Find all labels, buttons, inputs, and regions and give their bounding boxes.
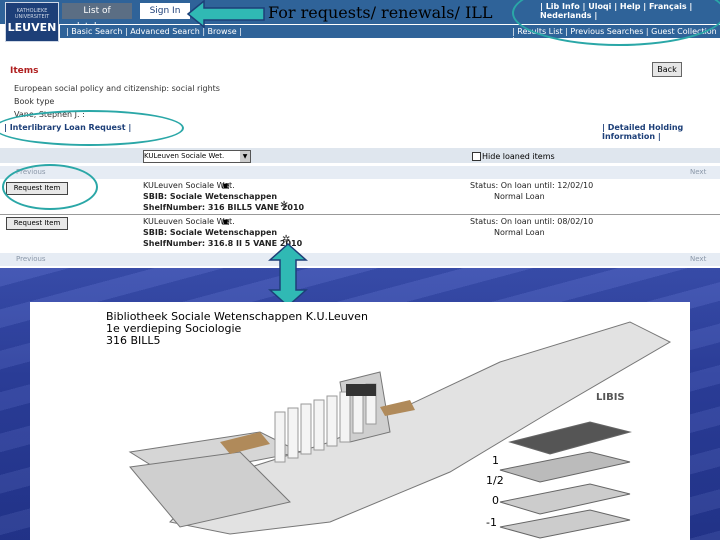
info-icon[interactable]: ▣ bbox=[222, 181, 230, 190]
level-label: -1 bbox=[486, 516, 497, 529]
pager-bottom bbox=[0, 253, 720, 266]
record-format: Book type bbox=[14, 97, 55, 106]
logo-text: LEUVEN bbox=[7, 21, 57, 34]
chevron-down-icon: ▼ bbox=[240, 151, 250, 162]
item-library[interactable]: KULeuven Sociale Wet. bbox=[143, 181, 235, 190]
search-nav-links[interactable]: | Basic Search | Advanced Search | Brows… bbox=[66, 27, 242, 36]
item-sublibrary: SBIB: Sociale Wetenschappen bbox=[143, 228, 278, 237]
map-title-line3: 316 BILL5 bbox=[106, 334, 161, 347]
item-shelf-number: ShelfNumber: 316 BILL5 VANE 2010 bbox=[143, 203, 305, 212]
level-label: 0 bbox=[492, 494, 499, 507]
list-of-databases-tab[interactable]: List of databases bbox=[62, 3, 132, 32]
logo-small-text: KATHOLIEKE UNIVERSITEIT bbox=[14, 8, 50, 20]
location-select[interactable]: KULeuven Sociale Wet. ▼ bbox=[143, 150, 251, 163]
sign-in-tab[interactable]: Sign In bbox=[140, 3, 190, 19]
record-title: European social policy and citizenship: … bbox=[14, 84, 220, 93]
annotation-note: For requests/ renewals/ ILL bbox=[268, 3, 493, 22]
libis-logo-text: LIBIS bbox=[596, 392, 625, 403]
item-status: Status: On loan until: 08/02/10 bbox=[470, 217, 594, 226]
row-divider bbox=[0, 214, 720, 215]
filter-bar bbox=[0, 148, 720, 163]
level-label: 1 bbox=[492, 454, 499, 467]
items-heading: Items bbox=[10, 66, 39, 76]
hide-loaned-label: Hide loaned items bbox=[482, 152, 555, 161]
university-logo[interactable]: KATHOLIEKE UNIVERSITEIT LEUVEN bbox=[5, 2, 59, 42]
map-pin-icon[interactable]: ✲ bbox=[282, 234, 291, 245]
back-button[interactable]: Back bbox=[652, 62, 682, 77]
item-loan-type: Normal Loan bbox=[494, 228, 545, 237]
item-sublibrary: SBIB: Sociale Wetenschappen bbox=[143, 192, 278, 201]
building-floorplan-drawing bbox=[128, 321, 672, 539]
map-title-line1: Bibliotheek Sociale Wetenschappen K.U.Le… bbox=[106, 310, 368, 323]
item-status: Status: On loan until: 12/02/10 bbox=[470, 181, 594, 190]
double-arrow-icon bbox=[268, 242, 308, 308]
previous-link-bottom[interactable]: Previous bbox=[16, 255, 46, 263]
map-pin-icon[interactable]: ✲ bbox=[280, 200, 289, 211]
pager-top bbox=[0, 166, 720, 179]
location-select-value: KULeuven Sociale Wet. bbox=[144, 152, 225, 160]
oval-highlight-request bbox=[2, 164, 98, 210]
item-library[interactable]: KULeuven Sociale Wet. bbox=[143, 217, 235, 226]
left-arrow-annotation-icon bbox=[186, 0, 265, 28]
map-title-line2: 1e verdieping Sociologie bbox=[106, 322, 242, 335]
info-icon[interactable]: ▣ bbox=[222, 217, 230, 226]
hide-loaned-checkbox[interactable] bbox=[472, 152, 481, 161]
floor-map-image: Bibliotheek Sociale Wetenschappen K.U.Le… bbox=[30, 302, 690, 540]
item-shelf-number: ShelfNumber: 316.8 II 5 VANE 2010 bbox=[143, 239, 303, 248]
request-item-button[interactable]: Request Item bbox=[6, 217, 68, 230]
detailed-holding-link[interactable]: | Detailed Holding Information | bbox=[602, 123, 684, 141]
item-loan-type: Normal Loan bbox=[494, 192, 545, 201]
level-label: 1/2 bbox=[486, 474, 504, 487]
oval-highlight-ill bbox=[0, 110, 184, 146]
next-link-bottom[interactable]: Next bbox=[690, 255, 707, 263]
next-link-top[interactable]: Next bbox=[690, 168, 707, 176]
